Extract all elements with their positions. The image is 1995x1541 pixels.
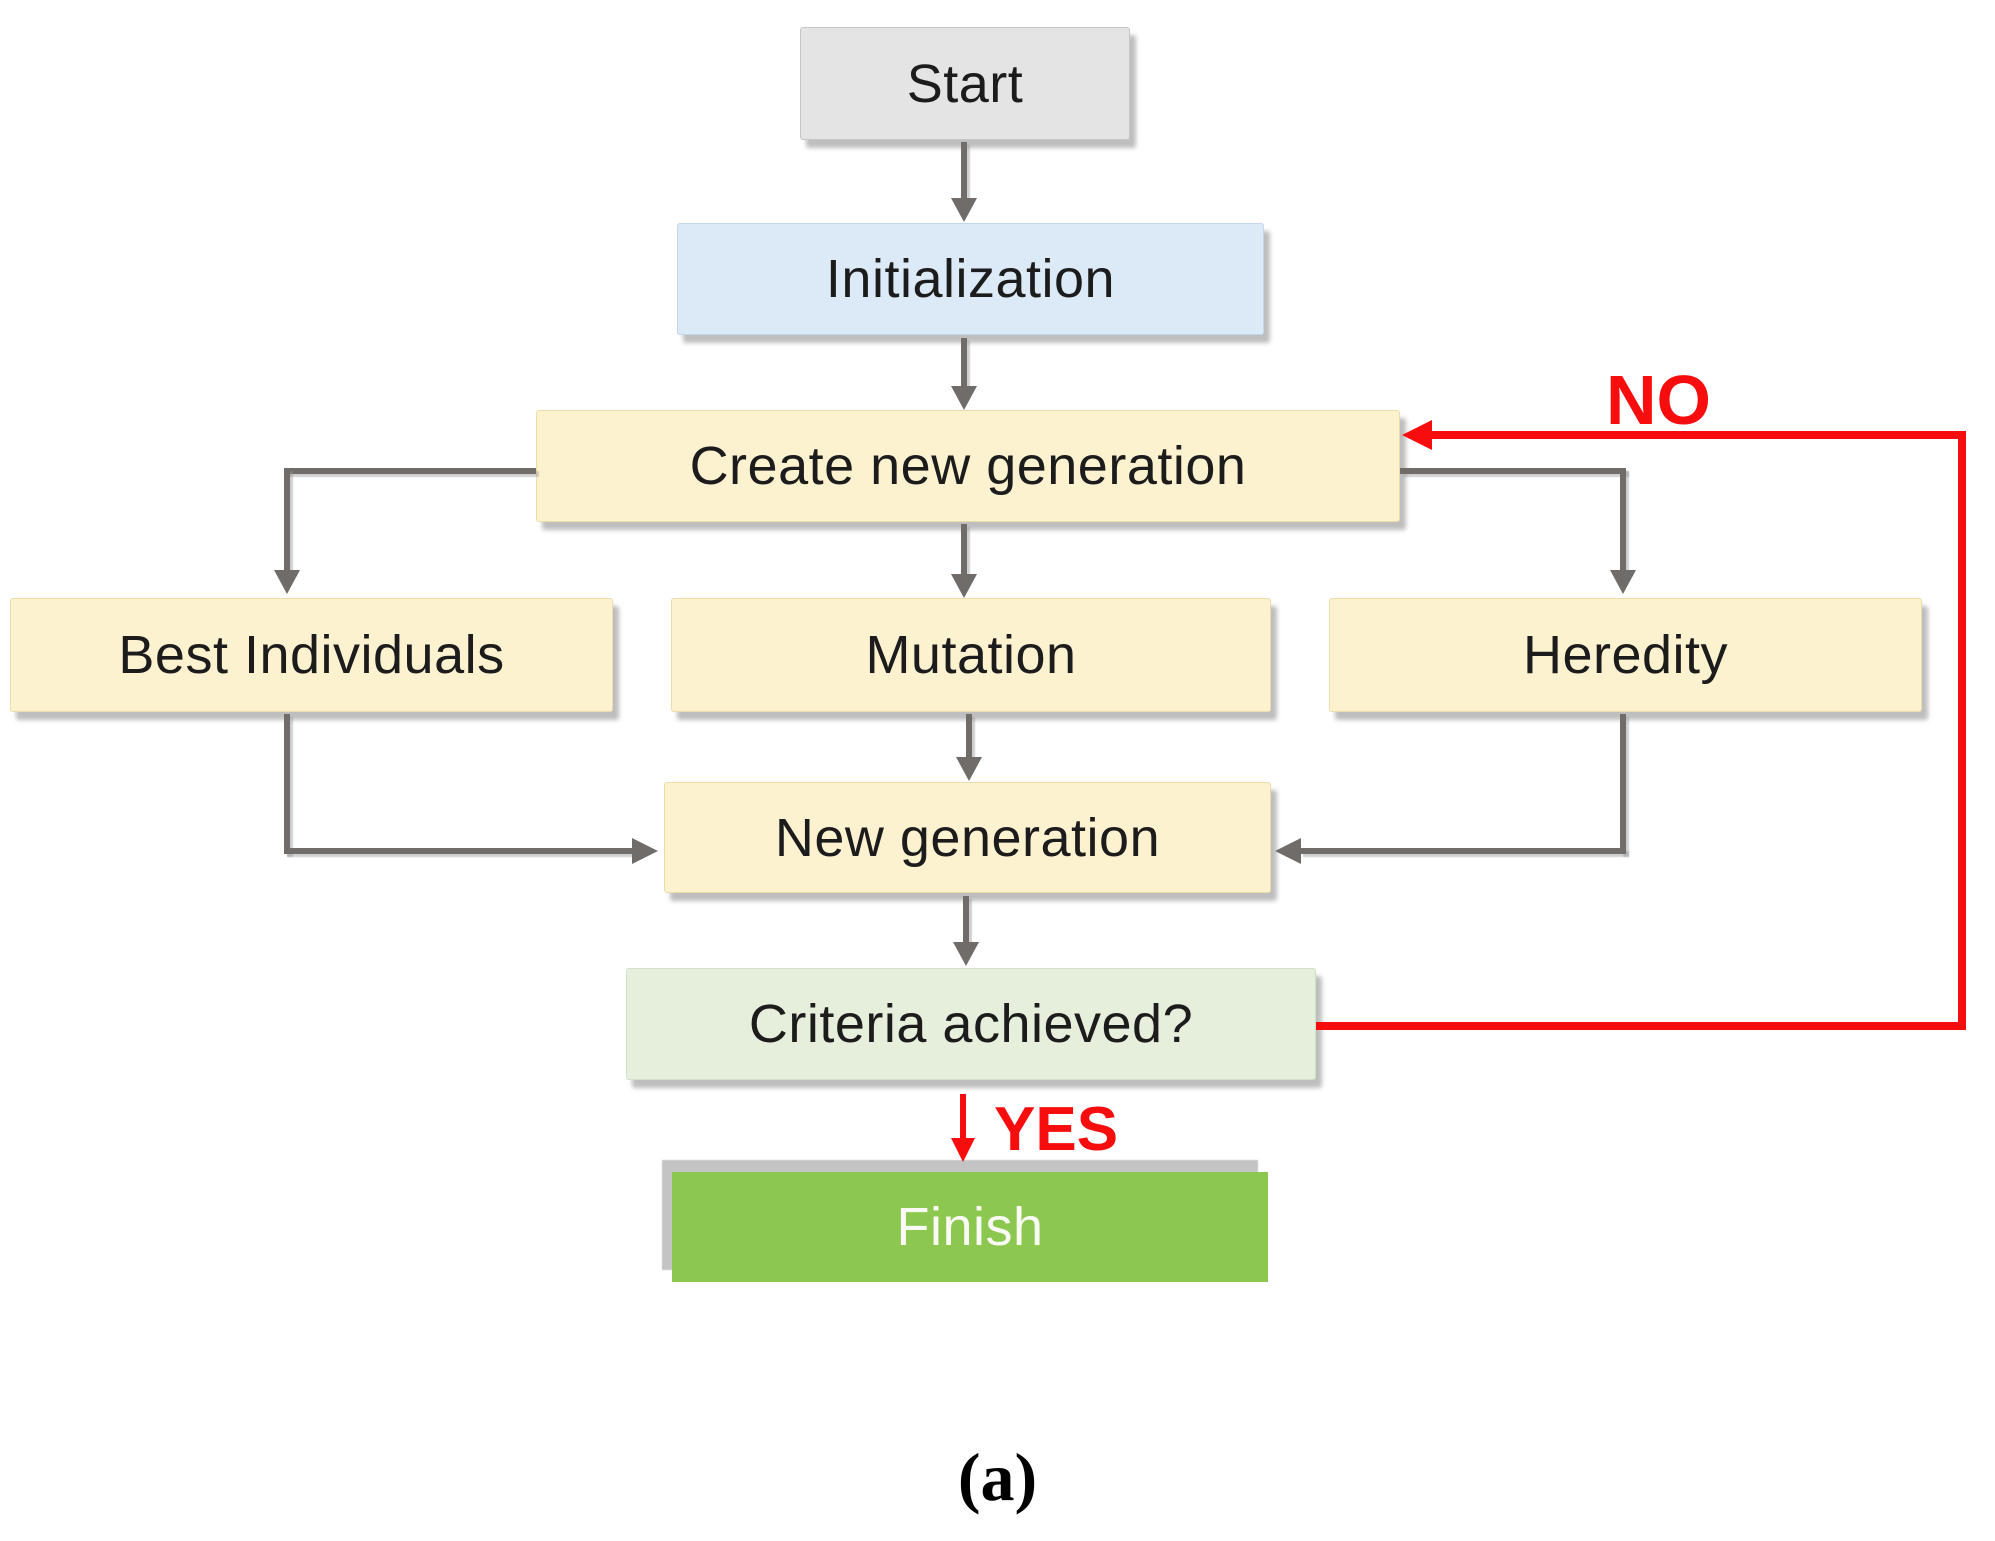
edge-yes-arrowhead [951, 1138, 975, 1162]
node-mutation: Mutation [671, 598, 1271, 712]
node-start-label: Start [906, 53, 1024, 114]
edge-heredity-newgen-line-horizontal [1300, 848, 1626, 854]
edge-no-loop-line-vertical [1958, 431, 1966, 1030]
edge-newgen-criteria-line [963, 896, 969, 944]
edge-create-mutation-line [961, 524, 967, 576]
node-new-generation-label: New generation [774, 807, 1161, 868]
node-initialization-label: Initialization [825, 249, 1116, 309]
edge-create-heredity-line-horizontal [1400, 468, 1626, 474]
edge-heredity-newgen-arrowhead [1275, 838, 1301, 864]
edge-best-newgen-line-vertical [284, 714, 290, 854]
figure-caption: (a) [957, 1439, 1038, 1515]
edge-start-initialization-line [961, 142, 967, 200]
node-heredity: Heredity [1329, 598, 1922, 712]
node-heredity-label: Heredity [1522, 625, 1729, 685]
edge-create-best-arrowhead [274, 570, 300, 594]
node-best-individuals: Best Individuals [10, 598, 613, 712]
node-finish-label: Finish [896, 1197, 1044, 1257]
node-criteria-achieved-label: Criteria achieved? [748, 994, 1194, 1054]
edge-no-loop-line-top [1430, 431, 1966, 439]
node-criteria-achieved: Criteria achieved? [626, 968, 1316, 1080]
edge-start-initialization-arrowhead [951, 198, 977, 222]
edge-mutation-newgen-line [966, 714, 972, 759]
edge-yes-line [960, 1094, 966, 1142]
node-create-new-generation: Create new generation [536, 410, 1400, 522]
edge-initialization-create-arrowhead [951, 386, 977, 410]
node-best-individuals-label: Best Individuals [118, 625, 505, 685]
node-mutation-label: Mutation [865, 625, 1077, 685]
label-no: NO [1606, 361, 1711, 439]
node-start: Start [800, 27, 1130, 140]
edge-heredity-newgen-line-vertical [1620, 714, 1626, 854]
node-create-new-generation-label: Create new generation [689, 436, 1247, 496]
edge-initialization-create-line [961, 338, 967, 388]
edge-no-loop-line-bottom [1316, 1022, 1966, 1030]
node-finish: Finish [672, 1172, 1268, 1282]
edge-create-best-line-vertical [284, 468, 290, 572]
edge-best-newgen-arrowhead [632, 838, 658, 864]
edge-newgen-criteria-arrowhead [953, 942, 979, 966]
edge-no-loop-arrowhead [1402, 420, 1432, 450]
edge-create-mutation-arrowhead [951, 574, 977, 598]
label-yes: YES [994, 1095, 1119, 1164]
edge-create-heredity-line-vertical [1620, 468, 1626, 572]
edge-create-heredity-arrowhead [1610, 570, 1636, 594]
node-initialization: Initialization [677, 223, 1264, 335]
edge-create-best-line-horizontal [284, 468, 536, 474]
edge-mutation-newgen-arrowhead [956, 757, 982, 781]
edge-best-newgen-line-horizontal [284, 848, 632, 854]
node-new-generation: New generation [664, 782, 1271, 893]
